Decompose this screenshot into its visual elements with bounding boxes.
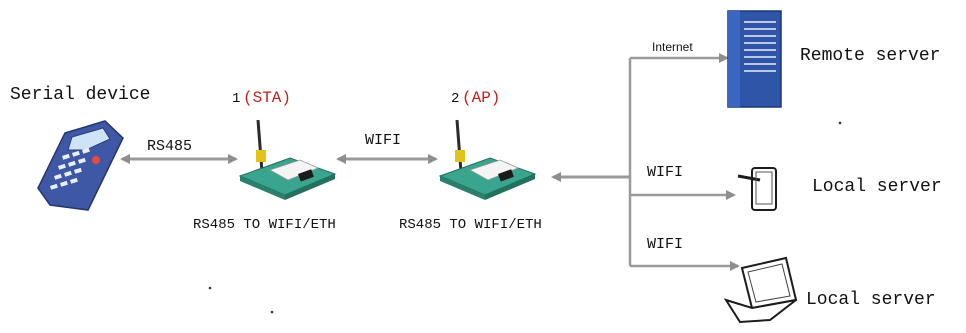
- wifi-link-label: WIFI: [365, 132, 402, 149]
- handheld-terminal-icon: [37, 120, 124, 211]
- local-server-2-label: Local server: [806, 290, 936, 310]
- serial-device-label: Serial device: [10, 85, 151, 105]
- local-server-1-label: Local server: [812, 177, 942, 197]
- sta-label: (STA): [243, 89, 292, 107]
- sta-number: 1: [232, 91, 241, 107]
- ap-label: (AP): [462, 89, 501, 107]
- server-tower-icon: [727, 10, 782, 108]
- module-1-label: RS485 TO WIFI/ETH: [193, 217, 336, 233]
- tablet-icon: [737, 167, 777, 211]
- wifi-laptop-label: WIFI: [647, 236, 684, 253]
- module-2-board-icon: [438, 119, 537, 200]
- ap-number: 2: [451, 91, 460, 107]
- rs485-link-label: RS485: [147, 138, 193, 155]
- internet-label: Internet: [652, 40, 693, 54]
- module-2-label: RS485 TO WIFI/ETH: [399, 217, 542, 233]
- module-1-board-icon: [238, 119, 337, 200]
- wifi-tablet-label: WIFI: [647, 164, 684, 181]
- remote-server-label: Remote server: [800, 46, 941, 66]
- laptop-icon: [723, 256, 798, 324]
